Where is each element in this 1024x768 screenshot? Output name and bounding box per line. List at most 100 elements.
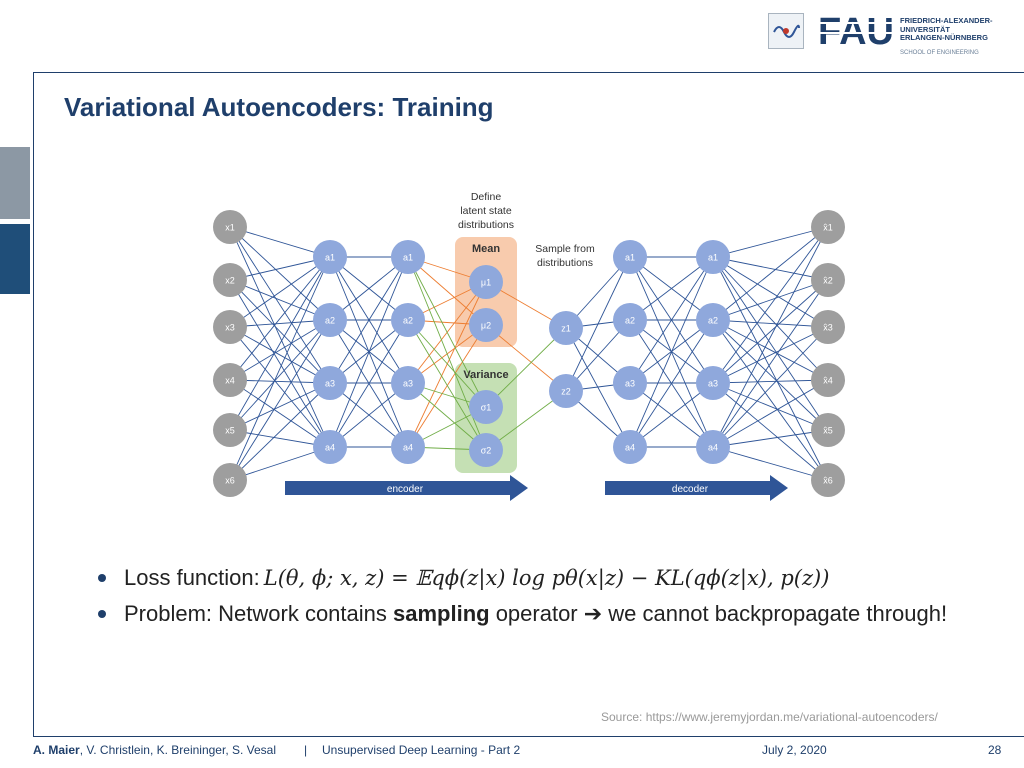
footer-separator: | xyxy=(304,743,308,757)
input-node-3: x3 xyxy=(213,310,247,344)
slide-frame-bottom xyxy=(33,736,1024,737)
bullet-loss: Loss function:L(θ, ϕ; x, z) = 𝔼qϕ(z|x) l… xyxy=(96,560,984,596)
edge-input-h1 xyxy=(229,319,331,481)
edge-d2-output xyxy=(712,319,829,381)
encoder-h1-node-1-label: a1 xyxy=(325,253,335,263)
encoder-h2-node-4: a4 xyxy=(391,430,425,464)
decoder-h2-node-3: a3 xyxy=(696,366,730,400)
edge-input-h1 xyxy=(229,226,331,258)
output-node-3: x̂3 xyxy=(811,310,845,344)
edge-input-h1 xyxy=(229,256,331,328)
network-nodes: x1x2x3x4x5x6a1a2a3a4a1a2a3a4μ1μ2σ1σ2z1z2… xyxy=(213,210,845,497)
edge-h2-sigma xyxy=(407,256,487,408)
edge-z-d1 xyxy=(565,327,631,448)
edge-h2-sigma xyxy=(407,319,487,408)
output-node-2: x̂2 xyxy=(811,263,845,297)
decoder-h2-node-2-label: a2 xyxy=(708,316,718,326)
edge-input-h1 xyxy=(229,279,331,448)
decoder-h1-node-3: a3 xyxy=(613,366,647,400)
footer-course: Unsupervised Deep Learning - Part 2 xyxy=(322,743,521,757)
slide-frame-left xyxy=(33,72,34,736)
edge-d2-output xyxy=(712,226,829,448)
edge-input-h1 xyxy=(229,279,331,384)
input-node-4-label: x4 xyxy=(225,376,235,386)
edge-d2-output xyxy=(712,279,829,448)
encoder-h1-node-3-label: a3 xyxy=(325,379,335,389)
input-node-2: x2 xyxy=(213,263,247,297)
mu-node-1: μ1 xyxy=(469,265,503,299)
edge-d2-output xyxy=(712,256,829,328)
encoder-h1-node-3: a3 xyxy=(313,366,347,400)
edge-d1-d2 xyxy=(629,256,714,321)
edge-d2-output xyxy=(712,279,829,321)
edge-d2-output xyxy=(712,226,829,384)
mean-label: Mean xyxy=(472,243,500,255)
encoder-h1-node-1: a1 xyxy=(313,240,347,274)
encoder-h2-node-3: a3 xyxy=(391,366,425,400)
edge-d2-output xyxy=(712,379,829,384)
edge-h2-mu xyxy=(407,281,487,448)
edge-h1-h2 xyxy=(329,319,409,448)
edge-input-h1 xyxy=(229,226,331,321)
decoder-h1-node-4: a4 xyxy=(613,430,647,464)
lecture-logo-icon xyxy=(768,13,804,49)
z-node-1-label: z1 xyxy=(561,324,571,334)
loss-formula: L(θ, ϕ; x, z) = 𝔼qϕ(z|x) log pθ(x|z) − K… xyxy=(263,566,830,590)
input-node-5: x5 xyxy=(213,413,247,447)
edge-d2-output xyxy=(712,382,829,481)
encoder-h2-node-1: a1 xyxy=(391,240,425,274)
sigma-node-1-label: σ1 xyxy=(481,403,492,413)
edge-input-h1 xyxy=(229,226,331,384)
output-node-4-label: x̂4 xyxy=(823,376,833,386)
output-node-5-label: x̂5 xyxy=(823,426,833,436)
input-node-6-label: x6 xyxy=(225,476,235,486)
fau-logo-text: FAU xyxy=(818,12,894,48)
decoder-h2-node-4: a4 xyxy=(696,430,730,464)
edge-z-d1 xyxy=(565,256,631,392)
mu-node-2: μ2 xyxy=(469,308,503,342)
output-node-1: x̂1 xyxy=(811,210,845,244)
vae-network-diagram: x1x2x3x4x5x6a1a2a3a4a1a2a3a4μ1μ2σ1σ2z1z2… xyxy=(213,191,845,501)
sigma-node-2: σ2 xyxy=(469,433,503,467)
edge-input-h1 xyxy=(229,326,331,384)
bullet-list: Loss function:L(θ, ϕ; x, z) = 𝔼qϕ(z|x) l… xyxy=(96,560,984,632)
slide-frame-top xyxy=(33,72,1024,73)
edge-input-h1 xyxy=(229,379,331,448)
edge-input-h1 xyxy=(229,256,331,481)
mu-node-1-label: μ1 xyxy=(481,278,491,288)
edge-input-h1 xyxy=(229,319,331,381)
edge-d2-output xyxy=(712,326,829,448)
decoder-h1-node-3-label: a3 xyxy=(625,379,635,389)
encoder-h2-node-1-label: a1 xyxy=(403,253,413,263)
slide-title: Variational Autoencoders: Training xyxy=(64,92,494,122)
edge-input-h1 xyxy=(229,279,331,321)
input-node-5-label: x5 xyxy=(225,426,235,436)
edge-input-h1 xyxy=(229,256,331,431)
decoder-h1-node-2: a2 xyxy=(613,303,647,337)
output-node-3-label: x̂3 xyxy=(823,323,833,333)
encoder-h1-node-2-label: a2 xyxy=(325,316,335,326)
sigma-node-1: σ1 xyxy=(469,390,503,424)
edge-d2-output xyxy=(712,429,829,448)
edge-d2-output xyxy=(712,319,829,328)
section-tab-active xyxy=(0,224,30,294)
edge-input-h1 xyxy=(229,319,331,431)
university-name: FRIEDRICH-ALEXANDER- UNIVERSITÄT ERLANGE… xyxy=(900,16,993,42)
decoder-h2-node-1-label: a1 xyxy=(708,253,718,263)
edge-h1-h2 xyxy=(329,256,409,384)
decoder-h2-node-3-label: a3 xyxy=(708,379,718,389)
decoder-h2-node-2: a2 xyxy=(696,303,730,337)
edge-input-h1 xyxy=(229,256,331,381)
problem-prefix: Problem: Network contains xyxy=(124,601,393,626)
encoder-h1-node-4-label: a4 xyxy=(325,443,335,453)
encoder-arrow: encoder xyxy=(285,475,528,501)
define-caption-line2: latent state xyxy=(460,205,512,217)
problem-bold: sampling xyxy=(393,601,490,626)
output-node-6-label: x̂6 xyxy=(823,476,833,486)
input-node-3-label: x3 xyxy=(225,323,235,333)
edge-mu-z xyxy=(485,324,567,392)
encoder-h2-node-2-label: a2 xyxy=(403,316,413,326)
encoder-label: encoder xyxy=(387,484,424,495)
edge-input-h1 xyxy=(229,256,331,281)
encoder-h2-node-4-label: a4 xyxy=(403,443,413,453)
